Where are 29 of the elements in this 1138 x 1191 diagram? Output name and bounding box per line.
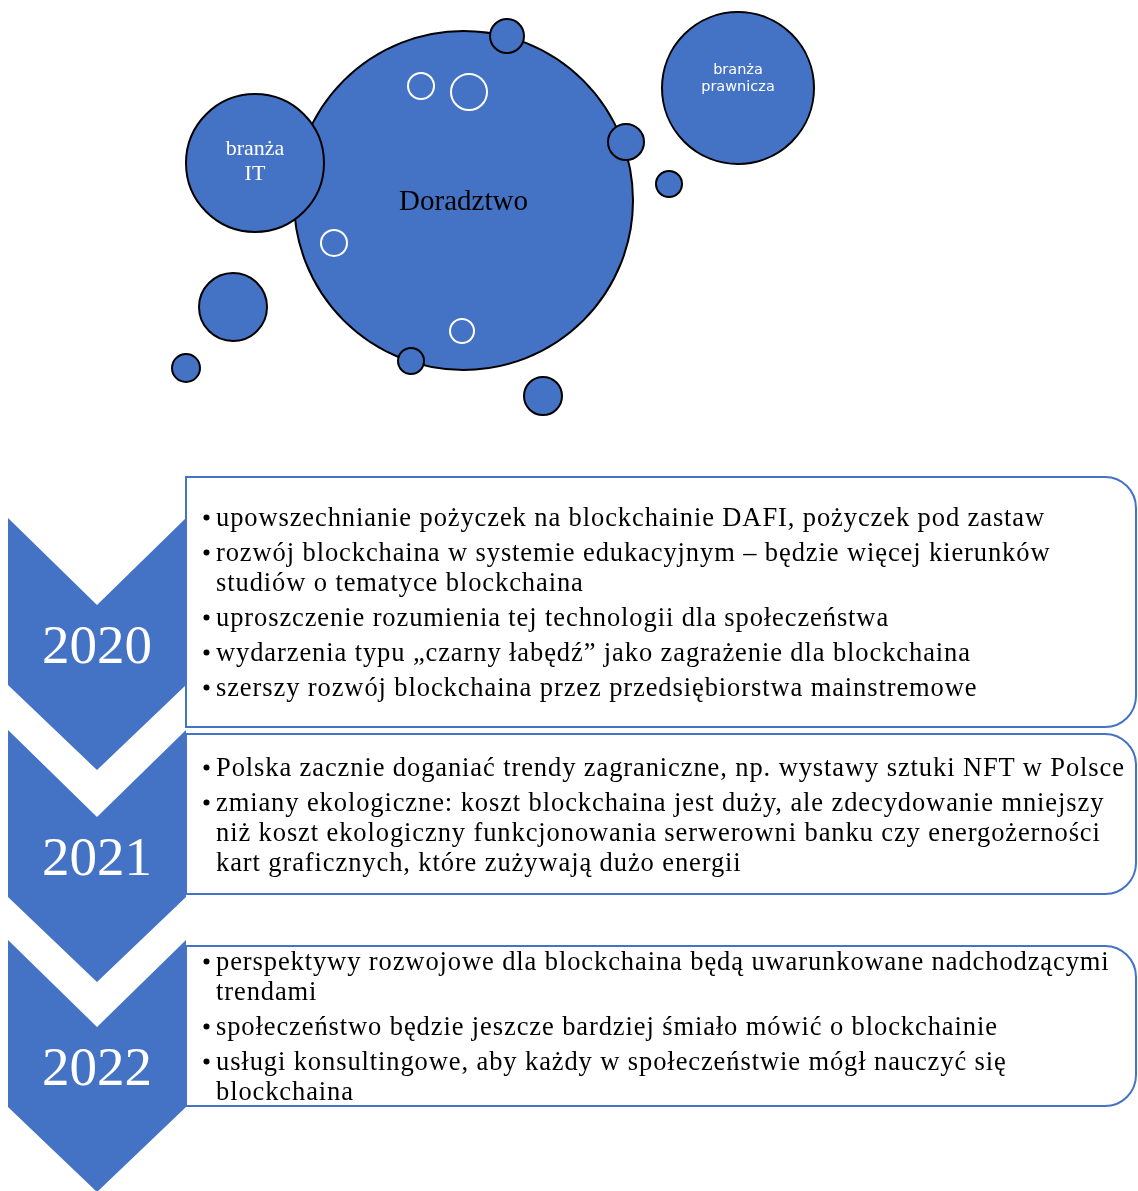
year-banner <box>8 730 186 982</box>
bullet-text: zmiany ekologiczne: koszt blockchaina jest duży, ale zdecydowanie mniejszy niż koszt ekologiczny funkcjonowania serwerowni banku czy energożerności kart graficznych, które zużywają dużo energii <box>216 786 1105 877</box>
bubble-circle <box>171 353 201 383</box>
year-label: 2022 <box>42 1038 152 1094</box>
bubble-circle <box>397 347 425 375</box>
bubble-circle <box>489 18 525 54</box>
bubble-circle <box>523 376 563 416</box>
ring-circle <box>449 318 475 344</box>
ring-circle <box>320 229 348 257</box>
bullet-text: szerszy rozwój blockchaina przez przedsiębiorstwa mainstremowe <box>216 672 978 702</box>
bullet-list-panel <box>185 733 1137 895</box>
bullet-text: upowszechnianie pożyczek na blockchainie DAFI, pożyczek pod zastaw <box>216 502 1046 532</box>
circle-label: Doradztwo <box>398 183 529 218</box>
ring-circle <box>407 72 435 100</box>
bullet-text: wydarzenia typu „czarny łabędź” jako zagrażenie dla blockchaina <box>216 637 971 667</box>
bullet-text: społeczeństwo będzie jeszcze bardziej śmiało mówić o blockchainie <box>216 1011 998 1041</box>
circle-label: branża prawnicza <box>700 61 776 95</box>
bubble-circle <box>655 170 683 198</box>
year-banner <box>8 940 186 1191</box>
year-label: 2021 <box>42 828 152 884</box>
bullet-text: Polska zacznie doganiać trendy zagraniczne, np. wystawy sztuki NFT w Polsce <box>216 751 1125 782</box>
bullet-text: uproszczenie rozumienia tej technologii dla społeczeństwa <box>216 602 890 632</box>
bullet-text: usługi konsultingowe, aby każdy w społeczeństwie mógł nauczyć się blockchaina <box>216 1046 1007 1106</box>
bullet-list-panel <box>185 945 1137 1107</box>
bullet-list-panel <box>185 476 1137 728</box>
bubble-circle <box>607 123 645 161</box>
ring-circle <box>450 73 488 111</box>
circle-label: branża IT <box>224 134 286 186</box>
year-label: 2020 <box>42 616 152 672</box>
